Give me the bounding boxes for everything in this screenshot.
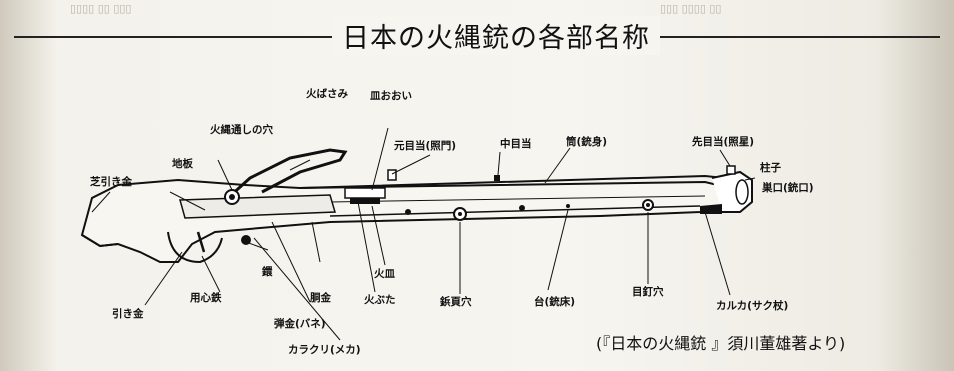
leader-lines: [91, 127, 756, 341]
label-karakuri: カラクリ(メカ): [288, 344, 361, 356]
title-rule-left: [14, 36, 344, 38]
title-rule-right: [640, 36, 940, 38]
fire-pan: [350, 198, 380, 204]
label-sumiguchi: 巣口(銃口): [762, 182, 814, 194]
ramrod-tip: [700, 204, 722, 214]
label-hashira: 柱子: [760, 162, 781, 174]
ramrod: [329, 205, 701, 217]
label-tsutsu: 筒(銃身): [566, 136, 608, 148]
label-hizara: 火皿: [374, 268, 395, 280]
background-print-texture: ▯▯▯▯ ▯▯ ▯▯▯: [70, 2, 132, 15]
source-citation: (『日本の火縄銃 』須川董雄著より): [596, 334, 846, 353]
label-bishinkoana: 鋲頁穴: [440, 296, 472, 308]
gun-stock: [80, 178, 723, 263]
label-hikigane: 引き金: [112, 308, 144, 320]
label-nakameate: 中目当: [500, 138, 532, 150]
serpentine: [226, 148, 348, 200]
label-hajikigane: 弾金(バネ): [274, 318, 326, 330]
label-hibasami: 火ばさみ: [306, 88, 348, 100]
label-shibahikigane: 芝引き金: [90, 176, 132, 188]
pan-cover: [344, 187, 386, 199]
label-sakimeate: 先目当(照星): [692, 136, 755, 148]
label-dogane: 胴金: [310, 292, 331, 304]
rear-sight: [387, 169, 397, 181]
trigger-guard: [167, 231, 223, 264]
trigger: [196, 231, 206, 253]
label-jiita: 地板: [172, 158, 193, 170]
diagram-title: 日本の火縄銃の各部名称: [332, 16, 660, 55]
label-karuka: カルカ(サク杖): [716, 300, 789, 312]
middle-sight: [494, 175, 500, 181]
label-hibuta: 火ぶた: [364, 294, 396, 306]
front-sight: [726, 165, 736, 175]
label-kan: 鐶: [262, 266, 273, 278]
label-saraooi: 皿おおい: [370, 90, 412, 102]
label-mekugiana: 目釘穴: [632, 286, 664, 298]
label-yojingane: 用心鉄: [190, 292, 222, 304]
label-hinawatoshi: 火縄通しの穴: [210, 124, 273, 136]
lock-plate: [179, 194, 336, 219]
background-print-texture: ▯▯▯ ▯▯▯▯ ▯▯: [660, 2, 722, 15]
label-dai: 台(銃床): [534, 296, 576, 308]
butt-plate: [81, 234, 119, 248]
label-motomeate: 元目当(照門): [394, 140, 457, 152]
